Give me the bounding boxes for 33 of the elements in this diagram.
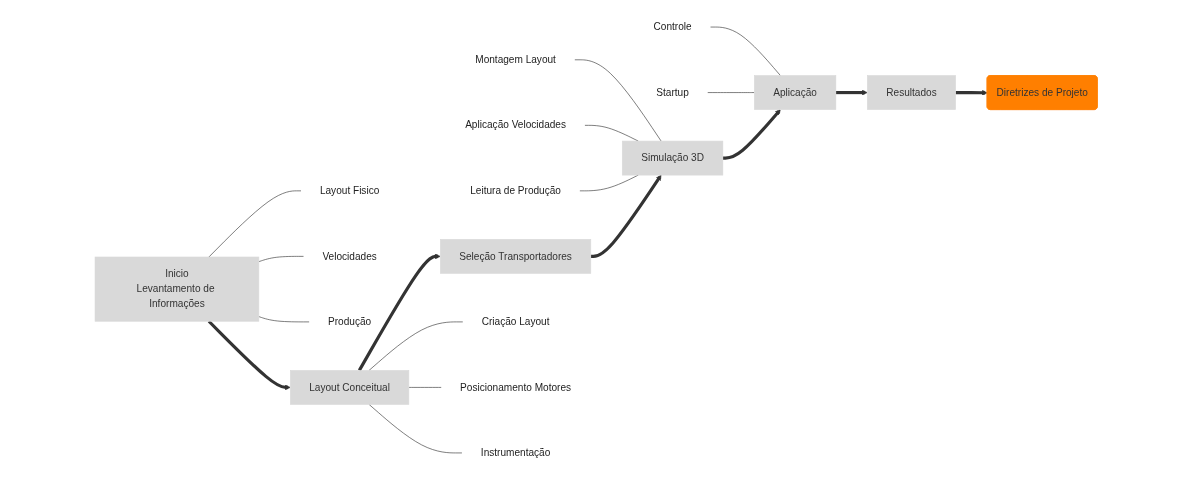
node-text: Aplicação Velocidades — [464, 119, 566, 131]
node-box: Seleção Transportadores — [439, 239, 591, 274]
connector — [208, 190, 302, 258]
connector — [258, 316, 310, 323]
node-text: Montagem Layout — [475, 54, 556, 65]
arrow — [835, 89, 868, 96]
node-text: Velocidades — [322, 250, 377, 262]
node-text: Leitura de Produção — [469, 185, 561, 196]
node-box: Aplicação — [753, 75, 836, 110]
node-text: Instrumentação — [480, 447, 551, 458]
connector — [368, 321, 463, 371]
connector — [574, 59, 662, 142]
connector — [710, 26, 781, 76]
connector — [258, 256, 304, 262]
node-text: Controle — [653, 21, 692, 33]
arrow — [955, 90, 988, 96]
node-box: Inicio Levantamento de Informações — [94, 256, 259, 322]
arrow — [207, 320, 291, 391]
node-text: Produção — [327, 316, 371, 327]
connector — [408, 387, 442, 388]
node-box: Resultados — [866, 75, 956, 110]
arrow — [722, 109, 781, 160]
node-text: Posicionamento Motores — [459, 381, 571, 393]
arrow — [590, 174, 662, 258]
connector — [707, 92, 755, 93]
node-text: Layout Fisico — [319, 185, 380, 196]
node-box: Simulação 3D — [621, 140, 723, 176]
arrow — [357, 253, 441, 372]
node-text: Criação Layout — [481, 316, 550, 327]
connector — [584, 125, 639, 142]
connector — [368, 404, 463, 454]
node-box: Layout Conceitual — [289, 370, 409, 405]
node-text: Startup — [656, 86, 689, 98]
